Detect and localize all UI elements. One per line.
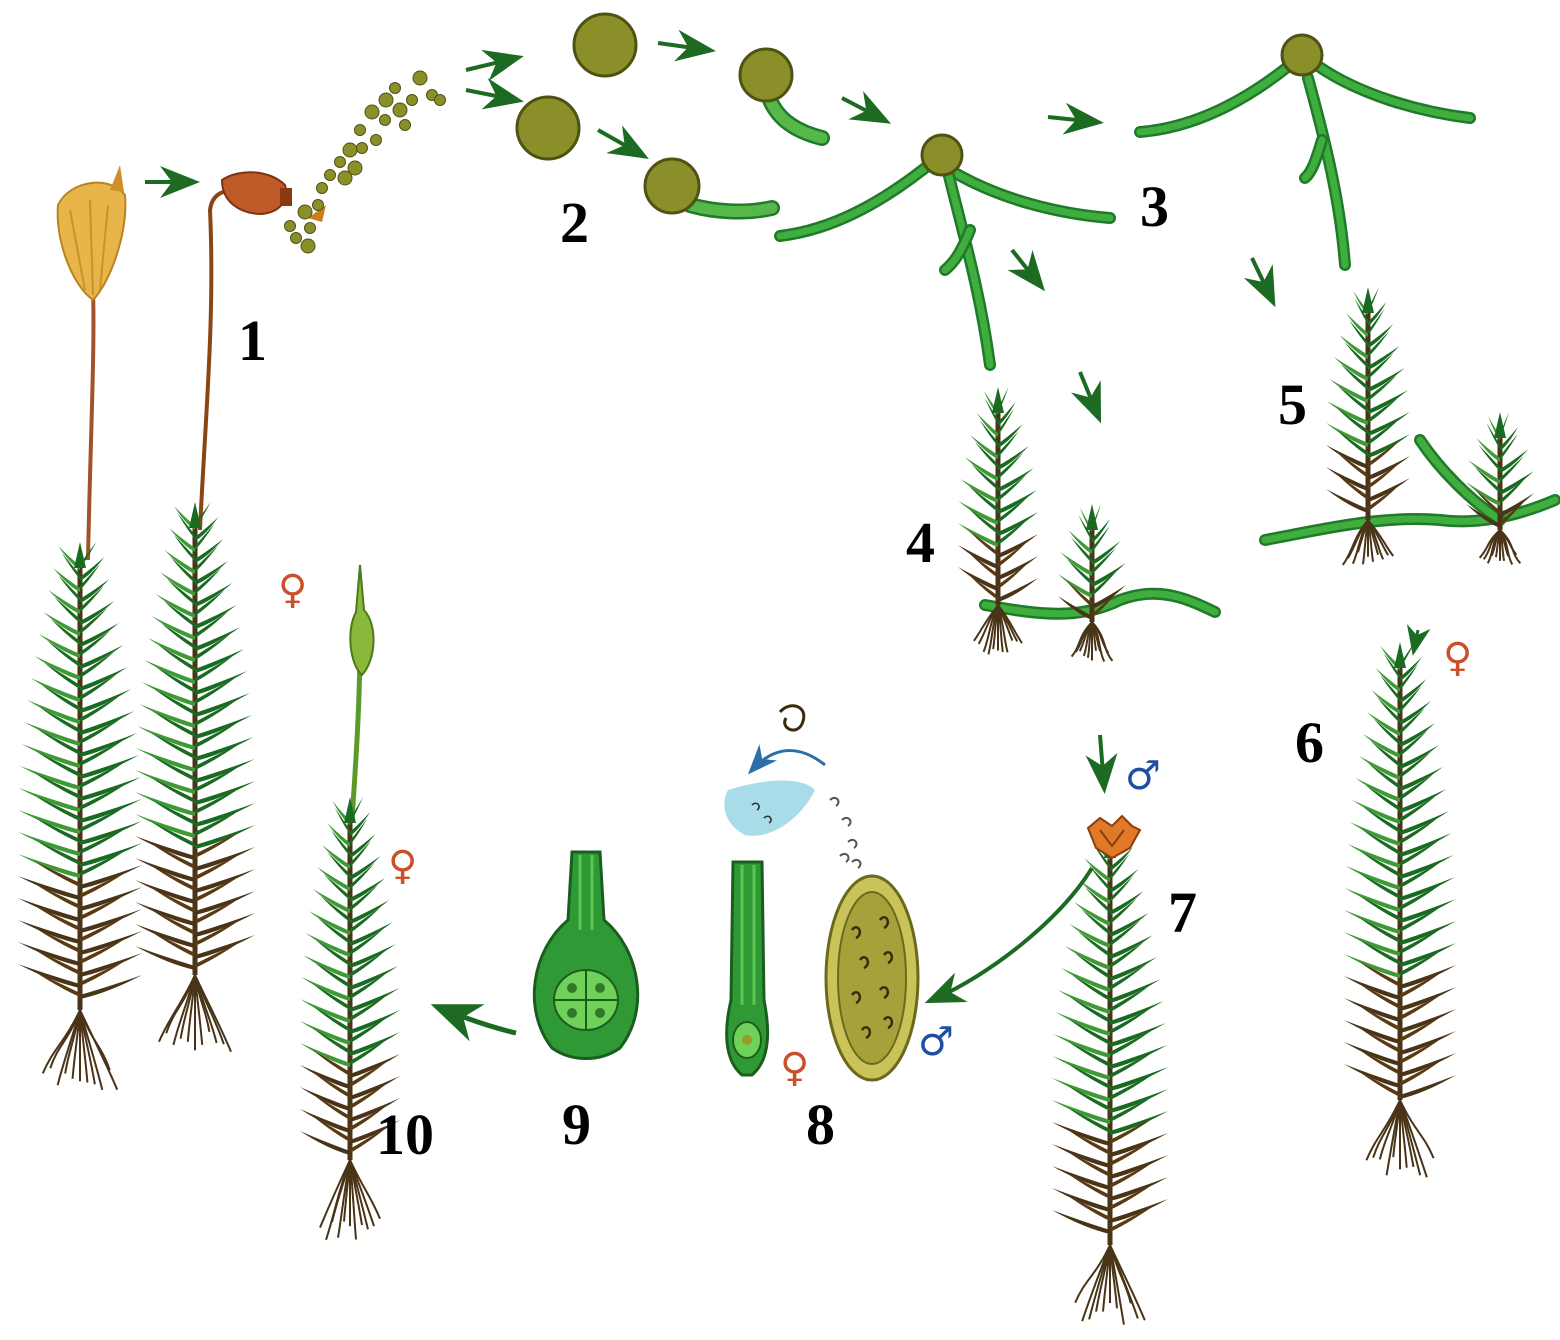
sporophyte-with-calyptra [58,165,126,560]
moss-gametophyte-plant [18,542,142,1090]
stage-label-6: 6 [1295,714,1324,772]
stage-label-4: 4 [906,514,935,572]
antheridium [826,876,918,1080]
zygote-in-archegonium [534,852,637,1059]
female-symbol: ♀ [278,570,307,610]
protonema [1140,35,1470,265]
spore [574,14,636,76]
female-symbol: ♀ [388,846,417,886]
protonema [780,135,1110,365]
young-gametophytes-on-protonema [1265,287,1555,565]
young-gametophytes-on-protonema [958,387,1215,662]
stage-label-5: 5 [1278,376,1307,434]
female-symbol: ♀ [1443,638,1472,678]
germinating-spore [645,159,772,213]
stage-label-1: 1 [238,312,267,370]
germinating-spore [740,49,822,138]
water-droplet [724,781,815,836]
stage-label-10: 10 [376,1106,434,1164]
archegonium [727,862,768,1075]
male-symbol: ♂ [918,1022,954,1062]
male-symbol: ♂ [1125,756,1161,796]
released-spores [285,71,446,253]
fertilization-arrow [752,751,825,770]
stage-label-7: 7 [1168,884,1197,942]
stage-label-2: 2 [560,194,589,252]
female-gametophyte-with-sporophyte [300,797,400,1240]
male-gametophyte [1052,832,1168,1325]
female-gametophyte [1344,642,1456,1177]
stage-label-8: 8 [806,1096,835,1154]
moss-gametophyte-plant [135,502,255,1052]
female-symbol: ♀ [780,1048,809,1088]
antheridial-head [1088,816,1140,858]
stage-label-9: 9 [562,1096,591,1154]
young-sporophyte [350,565,373,820]
spore [517,97,579,159]
stage-label-3: 3 [1140,178,1169,236]
